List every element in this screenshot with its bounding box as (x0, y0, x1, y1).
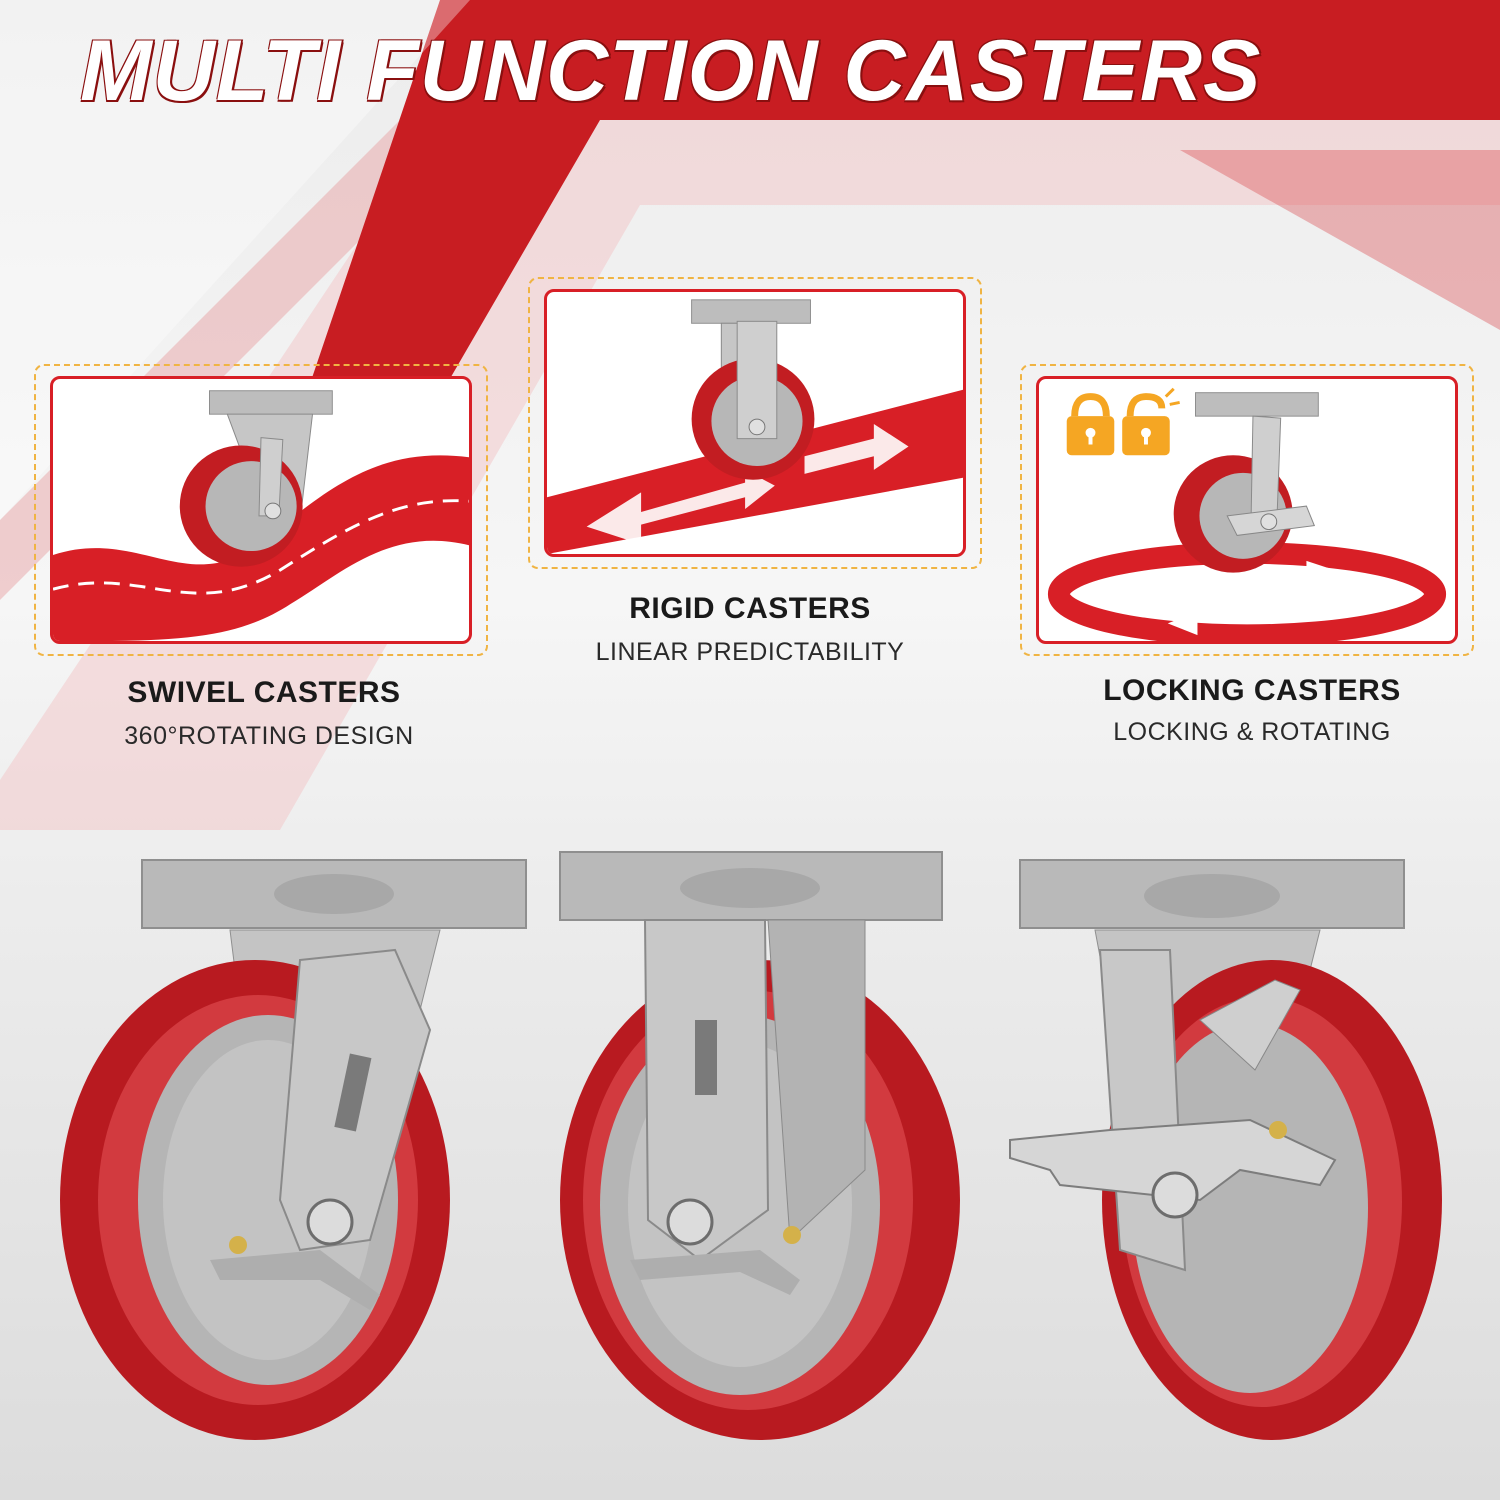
rigid-casters-subtitle: LINEAR PREDICTABILITY (595, 638, 905, 666)
swivel-caster-panel (34, 364, 488, 656)
locking-caster-illustration (1036, 376, 1458, 644)
locking-caster-photo (1009, 859, 1442, 1440)
direction-arrows-icon (586, 423, 909, 545)
swivel-caster-illustration (50, 376, 472, 644)
swivel-caster-photo (60, 859, 527, 1440)
locking-caster-panel (1020, 364, 1474, 656)
rigid-caster-panel (528, 277, 982, 569)
page-title: MULTI FUNCTION CASTERS (80, 23, 1262, 119)
rigid-casters-title: RIGID CASTERS (629, 592, 871, 625)
swivel-casters-title: SWIVEL CASTERS (127, 676, 401, 709)
locking-casters-title: LOCKING CASTERS (1103, 674, 1401, 707)
caster-product-photos (60, 851, 1442, 1440)
rigid-caster-illustration (544, 289, 966, 557)
rigid-caster-photo (559, 851, 960, 1440)
unlocked-padlock-icon (1122, 387, 1180, 456)
locking-casters-subtitle: LOCKING & ROTATING (1113, 718, 1391, 746)
swivel-casters-subtitle: 360°ROTATING DESIGN (124, 722, 414, 750)
locked-padlock-icon (1066, 393, 1115, 456)
